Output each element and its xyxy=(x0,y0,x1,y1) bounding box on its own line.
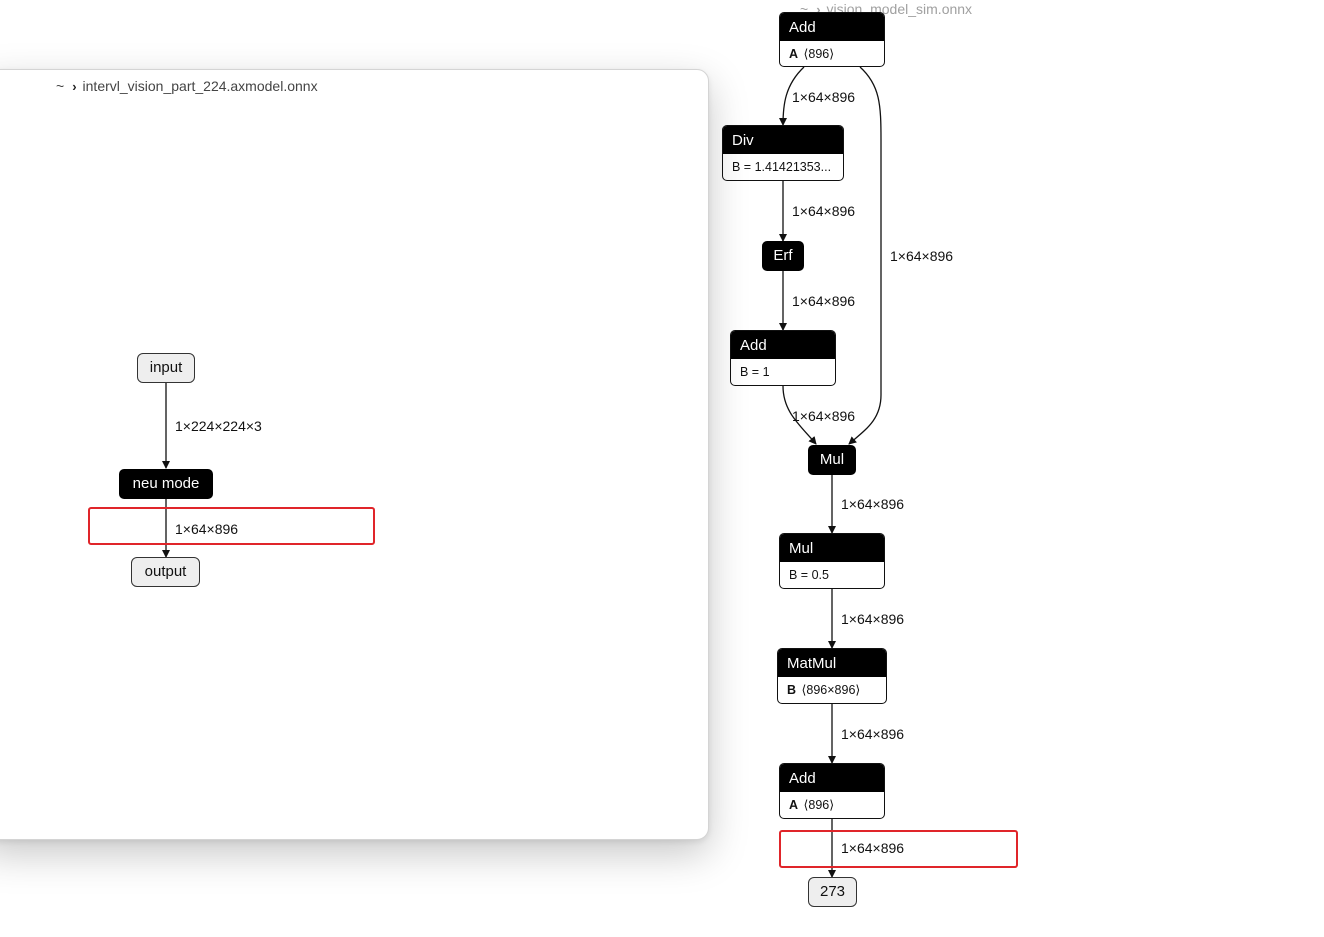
highlight-box-left xyxy=(88,507,375,545)
node-attribute: B = 0.5 xyxy=(789,568,829,582)
edge-label: 1×64×896 xyxy=(792,89,856,105)
node-output-273[interactable]: 273 xyxy=(808,877,857,907)
home-label[interactable]: ~ xyxy=(800,1,809,17)
edge-label: 1×64×896 xyxy=(841,726,905,742)
node-add-one[interactable]: Add B = 1 xyxy=(730,330,836,386)
node-attribute: A ⟨896⟩ xyxy=(789,47,835,61)
edge-label: 1×64×896 xyxy=(841,840,905,856)
node-header: Mul xyxy=(780,534,884,562)
node-header: Add xyxy=(780,764,884,792)
edge-label: 1×64×896 xyxy=(841,496,905,512)
model-window-left[interactable] xyxy=(0,69,709,840)
node-erf[interactable]: Erf xyxy=(762,241,804,271)
edge-label: 1×64×896 xyxy=(175,521,239,537)
node-input[interactable]: input xyxy=(137,353,195,383)
node-header: Add xyxy=(731,331,835,359)
node-add-bottom[interactable]: Add A ⟨896⟩ xyxy=(779,763,885,819)
node-add-top[interactable]: Add A ⟨896⟩ xyxy=(779,12,885,67)
chevron-right-icon: › xyxy=(816,2,821,17)
node-attribute: B = 1.41421353... xyxy=(732,160,832,174)
home-label[interactable]: ~ xyxy=(56,78,65,94)
highlight-box-right xyxy=(779,830,1018,868)
node-neu-mode[interactable]: neu mode xyxy=(119,469,213,499)
edge-add-div xyxy=(779,66,805,126)
node-header: Div xyxy=(723,126,843,154)
edge-label: 1×64×896 xyxy=(792,293,856,309)
edge-label: 1×64×896 xyxy=(792,203,856,219)
node-header: MatMul xyxy=(778,649,886,677)
node-mul-half[interactable]: Mul B = 0.5 xyxy=(779,533,885,589)
edge-label: 1×64×896 xyxy=(890,248,954,264)
node-attribute: B = 1 xyxy=(740,365,770,379)
node-mul[interactable]: Mul xyxy=(808,445,856,475)
node-header: Add xyxy=(780,13,884,41)
node-matmul[interactable]: MatMul B ⟨896×896⟩ xyxy=(777,648,887,704)
edge-add-mul xyxy=(782,385,817,445)
edge-label: 1×64×896 xyxy=(841,611,905,627)
breadcrumb-left: ~ › intervl_vision_part_224.axmodel.onnx xyxy=(56,78,318,94)
model-file-name[interactable]: intervl_vision_part_224.axmodel.onnx xyxy=(82,78,318,94)
node-attribute: A ⟨896⟩ xyxy=(789,798,835,812)
edge-label: 1×224×224×3 xyxy=(175,418,262,434)
node-attribute: B ⟨896×896⟩ xyxy=(787,683,861,697)
edge-label: 1×64×896 xyxy=(792,408,856,424)
node-output[interactable]: output xyxy=(131,557,200,587)
edge-skip xyxy=(848,66,882,445)
chevron-right-icon: › xyxy=(72,79,77,94)
node-div[interactable]: Div B = 1.41421353... xyxy=(722,125,844,181)
